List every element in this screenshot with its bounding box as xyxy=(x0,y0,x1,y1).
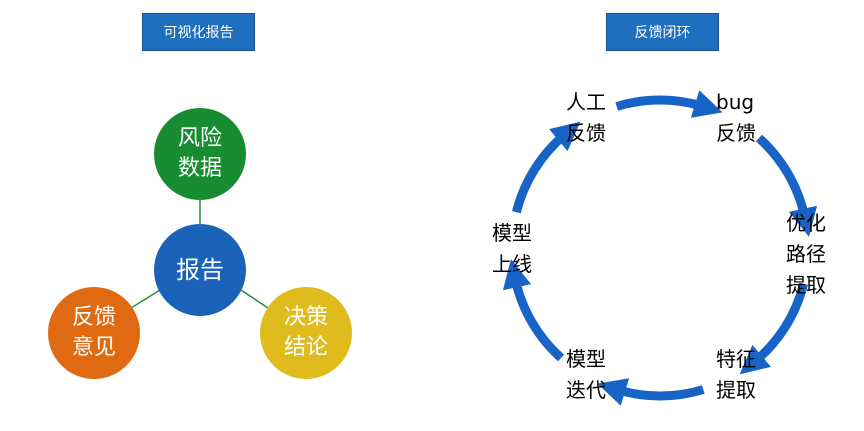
cycle-label-human-line-1: 人工 xyxy=(566,90,606,114)
cycle-label-model-online: 模型 上线 xyxy=(492,218,532,280)
cycle-label-opt-line-1: 优化 xyxy=(786,211,826,235)
arrow-human-to-bug xyxy=(615,90,723,118)
cycle-label-model-iterate: 模型 迭代 xyxy=(566,344,606,406)
arrow-online-to-human xyxy=(512,121,581,214)
connector-report-feedback xyxy=(130,289,161,309)
cycle-label-human-line-2: 反馈 xyxy=(566,121,606,145)
cycle-label-opt-line-2: 路径 xyxy=(786,242,826,266)
visual-report-title: 可视化报告 xyxy=(142,13,255,51)
node-report-line-1: 报告 xyxy=(176,256,224,284)
node-risk-line-2: 数据 xyxy=(177,156,222,181)
arrow-optimize-to-feature xyxy=(739,282,808,375)
arrow-bug-to-optimize xyxy=(755,134,818,237)
node-feedback-line-2: 意见 xyxy=(71,335,116,360)
cycle-label-bug-line-1: bug xyxy=(716,90,755,114)
node-conclusion-line-2: 结论 xyxy=(283,335,328,360)
arrow-feature-to-iterate xyxy=(597,378,705,406)
cycle-label-iter-line-1: 模型 xyxy=(566,347,606,371)
cycle-arrows xyxy=(502,90,818,406)
node-feedback-opinion: 反馈 意见 xyxy=(48,287,140,379)
node-risk-line-1: 风险 xyxy=(177,126,222,151)
node-feedback-line-1: 反馈 xyxy=(71,305,116,330)
node-conclusion-line-1: 决策 xyxy=(283,305,328,330)
cycle-label-feat-line-1: 特征 xyxy=(716,347,756,371)
cycle-label-iter-line-2: 迭代 xyxy=(566,378,606,402)
cycle-label-online-line-1: 模型 xyxy=(492,221,532,245)
connector-report-conclusion xyxy=(240,289,269,309)
node-decision-conclusion: 决策 结论 xyxy=(260,287,352,379)
node-risk-data: 风险 数据 xyxy=(154,108,246,200)
cycle-label-bug-feedback: bug 反馈 xyxy=(716,87,756,149)
arrow-iterate-to-online xyxy=(502,259,565,362)
cycle-label-opt-line-3: 提取 xyxy=(786,273,826,297)
cycle-label-optimize-path: 优化 路径 提取 xyxy=(786,208,826,301)
cycle-label-bug-line-2: 反馈 xyxy=(716,121,756,145)
cycle-label-feature-extract: 特征 提取 xyxy=(716,344,756,406)
cycle-label-online-line-2: 上线 xyxy=(492,252,532,276)
node-report: 报告 xyxy=(154,224,246,316)
feedback-loop-title: 反馈闭环 xyxy=(606,13,719,51)
cycle-label-human-feedback: 人工 反馈 xyxy=(566,87,606,149)
cycle-label-feat-line-2: 提取 xyxy=(716,378,756,402)
